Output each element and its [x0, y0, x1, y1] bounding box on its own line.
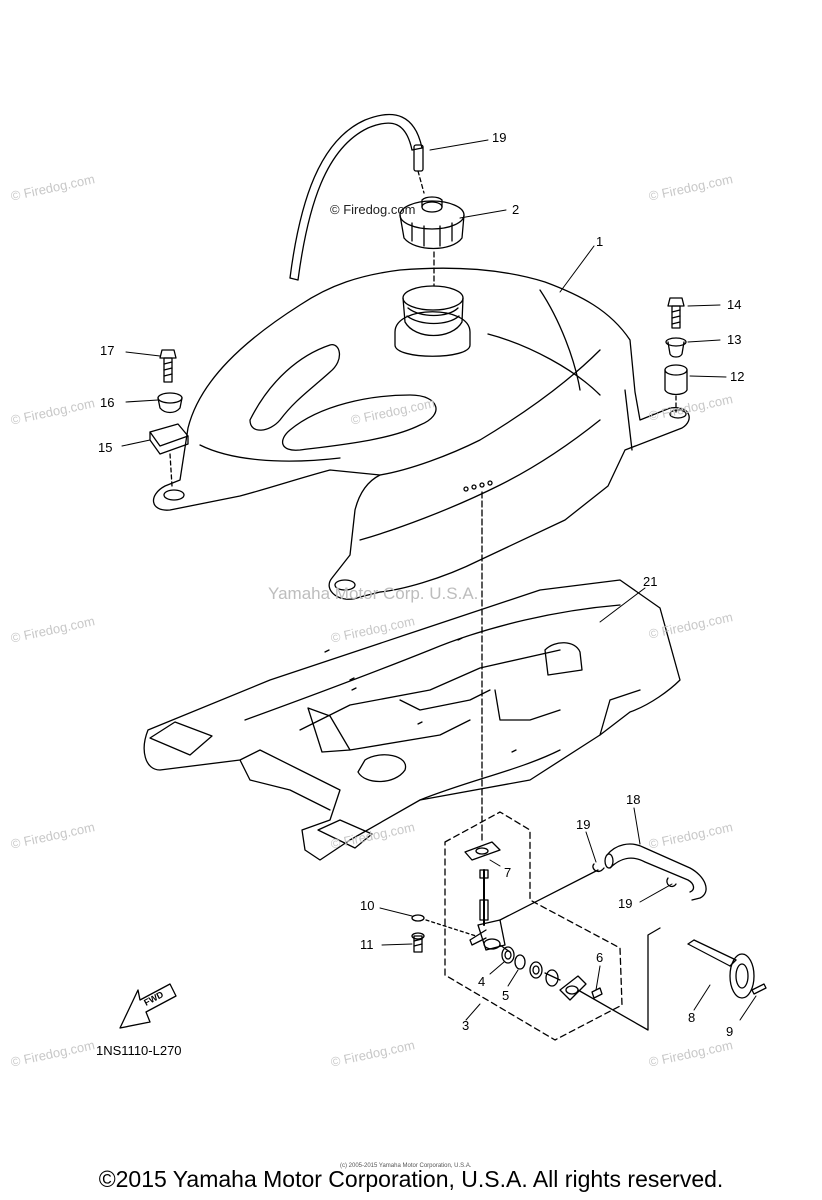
callout-12: 12 — [730, 369, 745, 384]
washer-10 — [411, 914, 425, 922]
watermark-corp: Yamaha Motor Corp. U.S.A. — [268, 584, 479, 603]
lever — [559, 975, 587, 1001]
oring-4 — [501, 946, 515, 964]
grommet-12 — [664, 364, 688, 396]
bolt-17 — [159, 349, 177, 383]
bolt-14 — [667, 297, 685, 329]
leader-lines — [121, 139, 757, 1021]
callout-4: 4 — [478, 974, 486, 989]
callout-9: 9 — [726, 1024, 734, 1039]
callout-21: 21 — [643, 574, 658, 589]
seal-2 — [545, 969, 559, 987]
fuel-tank — [152, 267, 690, 600]
gasket-7 — [464, 841, 501, 861]
fuel-cap — [399, 196, 465, 250]
strainer-8 — [687, 939, 755, 999]
callout-16: 16 — [100, 395, 115, 410]
callout-11: 11 — [360, 937, 374, 952]
callout-15: 15 — [98, 440, 113, 455]
callout-17: 17 — [100, 343, 115, 358]
vent-hose — [289, 113, 423, 279]
callout-20: 19 — [492, 130, 507, 145]
callout-8: 8 — [688, 1010, 696, 1025]
callout-14: 14 — [727, 297, 742, 312]
callout-13: 13 — [727, 332, 742, 347]
callout-6: 6 — [596, 950, 604, 965]
screw-6 — [591, 987, 603, 999]
seal — [529, 961, 543, 979]
callout-3: 3 — [462, 1018, 470, 1033]
callout-18: 18 — [626, 792, 641, 807]
diagram-code: 1NS1110-L270 — [96, 1043, 182, 1058]
assembly-box — [444, 811, 623, 1041]
tiny-copyright: (c) 2005-2015 Yamaha Motor Corporation, … — [340, 1163, 472, 1169]
clip-19-b — [666, 877, 677, 888]
oring-5 — [514, 954, 526, 970]
callout-5: 5 — [502, 988, 510, 1003]
screw-11 — [411, 932, 425, 953]
fuel-hose — [604, 843, 707, 901]
fuel-cock — [469, 869, 506, 951]
watermark-firedog: © Firedog.com — [330, 202, 416, 217]
grommet-15 — [149, 423, 189, 455]
callout-10: 10 — [360, 898, 375, 913]
fwd-label: FWD — [142, 989, 165, 1008]
collar-16 — [157, 392, 183, 414]
callout-1: 1 — [596, 234, 604, 249]
callout-2: 2 — [512, 202, 520, 217]
callout-7: 7 — [504, 865, 512, 880]
callout-19: 19 — [618, 896, 633, 911]
fwd-arrow-icon: FWD — [119, 983, 177, 1029]
footer-copyright: ©2015 Yamaha Motor Corporation, U.S.A. A… — [98, 1166, 724, 1192]
callout-19: 19 — [576, 817, 591, 832]
screw-9 — [751, 983, 767, 995]
tank-cover — [143, 579, 681, 861]
clip-19-a — [592, 863, 605, 872]
collar-13 — [665, 337, 687, 358]
